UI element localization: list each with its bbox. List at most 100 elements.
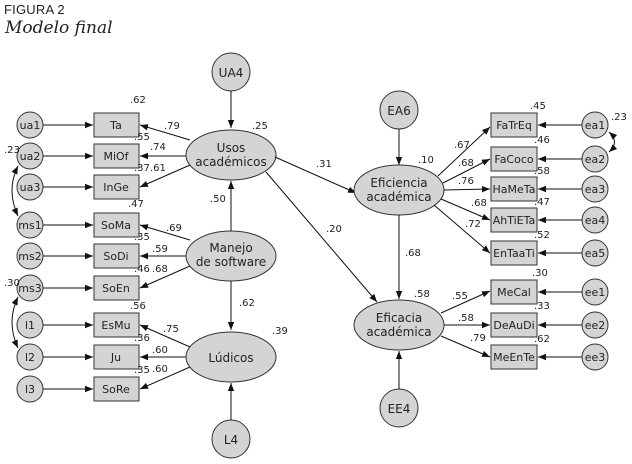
r2-value: .56 <box>130 301 146 312</box>
indicator-SoDi: SoDi .35 <box>93 232 150 269</box>
r2-value: .30 <box>532 268 548 279</box>
r2-value: .35 <box>134 365 150 376</box>
r2-value: .58 <box>534 166 550 177</box>
indicator-label: AhTiETa <box>493 214 536 227</box>
indicator-EnTaaTi: EnTaaTi.52 <box>490 230 550 266</box>
r2-value: .39 <box>272 326 288 337</box>
indicator-label: SoDi <box>103 250 128 263</box>
loading-value: .76 <box>458 176 474 187</box>
disturbance-l4: L4 <box>211 419 251 459</box>
indicator-label: DeAuDi <box>493 319 534 332</box>
r2-value: .46 <box>534 135 550 146</box>
r2-value: .36 <box>134 333 150 344</box>
left-indicators: Ta.62 MiOf.55 InGe.37 SoMa.47 SoDi.35 So… <box>93 95 150 402</box>
error-label: ee1 <box>585 286 606 299</box>
covariance-ua2-ms1 <box>11 165 19 217</box>
loading-value: .74 <box>150 142 166 153</box>
error-l3: l3 <box>16 375 44 403</box>
r2-value: .37 <box>134 163 150 174</box>
latent-label-line1: Eficiencia <box>370 176 427 190</box>
indicator-FaTrEq: FaTrEq.45 <box>490 101 546 138</box>
loading-value: .60 <box>152 364 168 375</box>
arrow <box>442 158 491 184</box>
arrow <box>139 324 191 348</box>
indicator-HaMeTa: HaMeTa.58 <box>490 166 550 202</box>
loading-value: .60 <box>152 345 168 356</box>
indicator-DeAuDi: DeAuDi.33 <box>490 301 550 338</box>
left-error-arrows <box>43 121 93 393</box>
r2-value: .45 <box>530 101 546 112</box>
path-value: .68 <box>405 248 421 259</box>
covariance-value: .23 <box>611 112 627 123</box>
right-indicators: FaTrEq.45 FaCoco.46 HaMeTa.58 AhTiETa .47… <box>490 101 550 370</box>
arrow <box>440 198 491 221</box>
indicator-label: Ju <box>110 351 121 364</box>
indicator-SoEn: SoEn.46 <box>93 264 150 301</box>
latent-label-line2: académicos <box>195 155 267 169</box>
latent-label-line1: Usos <box>217 141 246 155</box>
error-l1: l1 <box>16 311 44 339</box>
disturbance-ua4: UA4 <box>211 52 251 92</box>
loading-value: .79 <box>164 121 180 132</box>
disturbance-label: UA4 <box>219 66 244 80</box>
indicator-label: MiOf <box>103 150 129 163</box>
error-ua2: ua2 <box>16 142 44 170</box>
indicator-label: EsMu <box>101 319 130 332</box>
error-ea1: ea1 <box>581 111 609 139</box>
r2-value: .25 <box>252 121 268 132</box>
latent-ludicos: Lúdicos .39 <box>185 326 288 383</box>
disturbance-ea6: EA6 <box>379 90 419 130</box>
arrow <box>139 265 191 289</box>
error-label: l2 <box>25 351 35 364</box>
error-ua1: ua1 <box>16 111 44 139</box>
arrow <box>437 126 491 177</box>
error-ms3: ms3 <box>16 274 44 302</box>
indicator-AhTiETa: AhTiETa .47 <box>490 197 550 233</box>
r2-value: .47 <box>534 197 550 208</box>
figure-title: Modelo final <box>5 18 113 38</box>
error-label: ea2 <box>585 153 606 166</box>
indicator-label: Ta <box>109 119 122 132</box>
latent-eficacia-academica: Eficacia académica .58 <box>353 289 445 351</box>
indicator-FaCoco: FaCoco.46 <box>490 135 550 172</box>
loading-value: .69 <box>166 223 182 234</box>
left-errors: ua1 ua2 ua3 ms1 ms2 ms3 l1 l2 l3 <box>16 111 44 403</box>
error-label: ms3 <box>18 282 41 295</box>
r2-value: .46 <box>134 264 150 275</box>
indicator-SoRe: SoRe.35 <box>93 365 150 402</box>
arrow <box>440 335 491 358</box>
arrow <box>139 164 191 188</box>
r2-value: .10 <box>418 155 434 166</box>
loading-value: .59 <box>152 244 168 255</box>
loading-value: .68 <box>471 198 487 209</box>
disturbance-label: EE4 <box>388 402 411 416</box>
r2-value: .33 <box>534 301 550 312</box>
arrow <box>265 171 378 303</box>
error-ea3: ea3 <box>581 175 609 203</box>
covariance-ms3-l2 <box>11 296 19 349</box>
latent-manejo-software: Manejo de software <box>185 230 277 282</box>
r2-value: .35 <box>134 232 150 243</box>
right-error-arrows <box>538 121 582 361</box>
error-label: ea3 <box>585 183 606 196</box>
error-ua3: ua3 <box>16 173 44 201</box>
arrow <box>433 204 491 254</box>
arrow <box>139 224 191 241</box>
latent-usos-academicos: Usos académicos .25 <box>185 121 277 181</box>
r2-value: .62 <box>130 95 146 106</box>
error-ee3: ee3 <box>581 343 609 371</box>
error-label: l1 <box>25 319 35 332</box>
path-value: .31 <box>316 159 332 170</box>
loading-value: .67 <box>454 140 470 151</box>
indicator-label: MeEnTe <box>493 351 535 364</box>
r2-value: .47 <box>128 199 144 210</box>
latent-label-line2: académica <box>366 325 431 339</box>
latent-label-line1: Lúdicos <box>208 351 253 365</box>
loading-value: .55 <box>452 291 468 302</box>
arrow <box>443 185 491 193</box>
indicator-label: MeCal <box>497 286 531 299</box>
right-loadings: .67 .68 .76 .68 .72 .55 .58 .79 <box>433 126 491 358</box>
disturbance-ee4: EE4 <box>379 388 419 428</box>
error-ea2: ea2 <box>581 145 609 173</box>
